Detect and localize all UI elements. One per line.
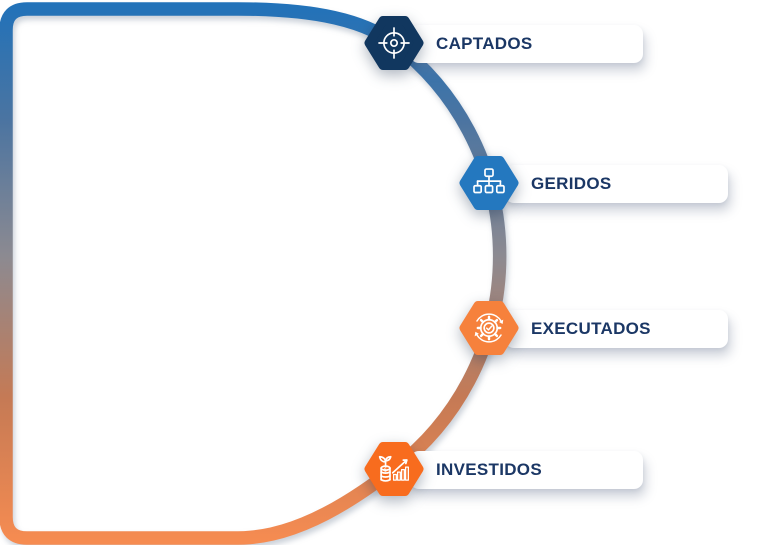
step-label-pill: CAPTADOS — [410, 25, 643, 63]
band-path — [0, 2, 507, 545]
step-label-pill: EXECUTADOS — [505, 310, 728, 348]
gear-check-icon — [474, 313, 504, 343]
hexagon-shape — [364, 16, 424, 70]
step-label: INVESTIDOS — [436, 460, 542, 479]
hexagon-shape — [459, 301, 519, 355]
step-hexagon — [362, 13, 426, 73]
step-label-pill: GERIDOS — [505, 165, 728, 203]
step-hexagon — [457, 153, 521, 213]
step-label-pill: INVESTIDOS — [410, 451, 643, 489]
step-hexagon — [457, 298, 521, 358]
target-icon — [378, 27, 410, 59]
hierarchy-icon — [473, 168, 505, 194]
growth-chart-icon: $ — [378, 455, 409, 482]
step-hexagon: $ — [362, 439, 426, 499]
svg-text:$: $ — [384, 468, 388, 474]
step-label: GERIDOS — [531, 174, 612, 193]
step-label: CAPTADOS — [436, 34, 533, 53]
step-label: EXECUTADOS — [531, 319, 651, 338]
